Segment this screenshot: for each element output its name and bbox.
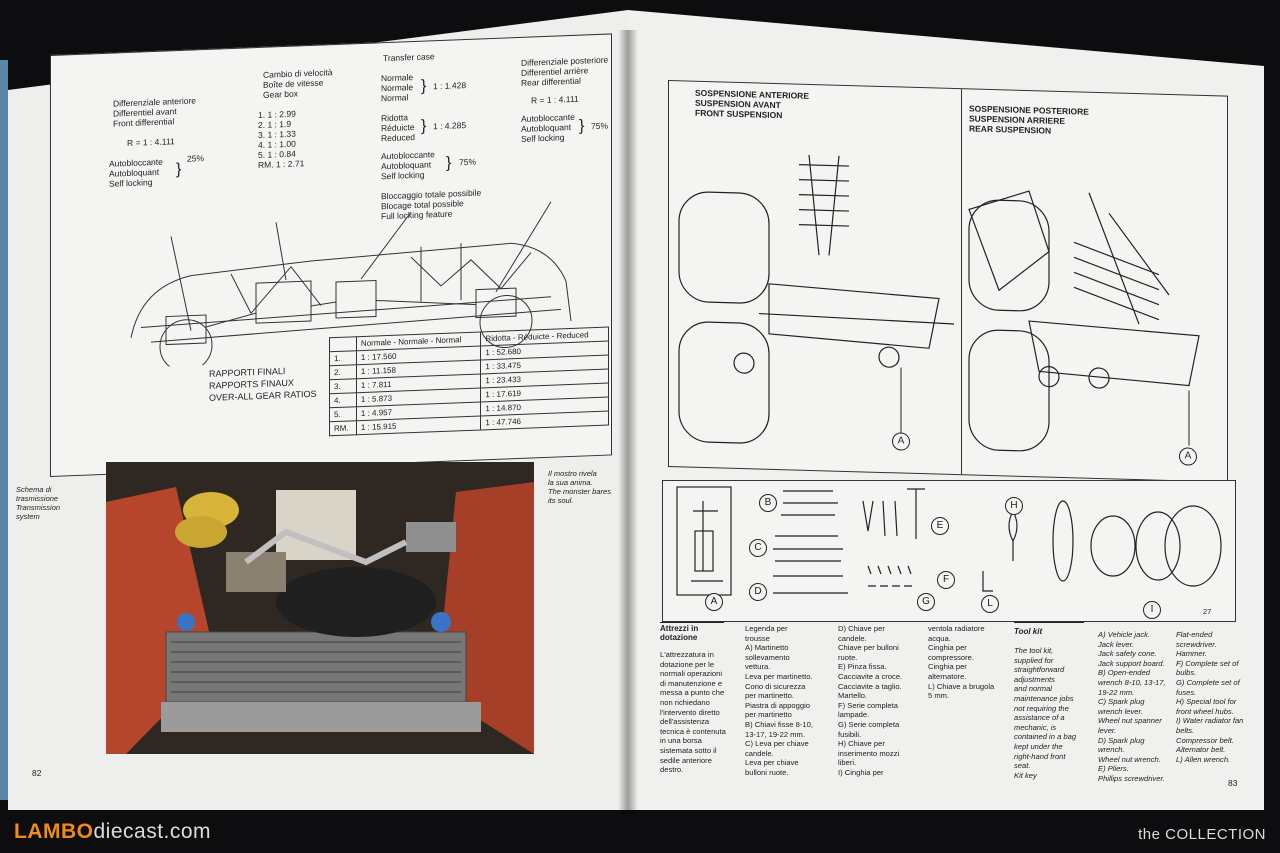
front-diff-label: Differenziale anteriore Differentiel ava… xyxy=(113,95,196,129)
rear-lock-label: Autobloccante Autobloquant Self locking xyxy=(521,111,575,144)
text-col-5: The tool kit, supplied for straightforwa… xyxy=(1014,646,1077,780)
text-col-7: Flat-ended screwdriver. Hammer. F) Compl… xyxy=(1176,630,1244,764)
tool-label-h: H xyxy=(1005,497,1023,515)
gearbox-ratios: 1. 1 : 2.99 2. 1 : 1.9 3. 1 : 1.33 4. 1 … xyxy=(258,108,305,171)
collection-label: the COLLECTION xyxy=(1138,826,1266,843)
transfer-lock-label: Autobloccante Autobloquant Self locking xyxy=(381,149,435,182)
tool-label-e: E xyxy=(931,517,949,535)
rear-ratio: R = 1 : 4.111 xyxy=(531,93,579,106)
page-number-left: 82 xyxy=(32,768,42,778)
transfer-reduced-ratio: 1 : 4.285 xyxy=(433,120,467,132)
transfer-normal-ratio: 1 : 1.428 xyxy=(433,80,467,92)
front-lock-label: Autobloccante Autobloquant Self locking xyxy=(109,156,163,189)
tool-label-f: F xyxy=(937,571,955,589)
tool-label-c: C xyxy=(749,539,767,557)
transmission-diagram: Differenziale anteriore Differentiel ava… xyxy=(50,33,612,478)
text-col-1: L'attrezzatura in dotazione per le norma… xyxy=(660,650,726,775)
front-ratio: R = 1 : 4.111 xyxy=(127,136,175,149)
final-ratios-title: RAPPORTI FINALI RAPPORTS FINAUX OVER-ALL… xyxy=(209,365,317,403)
gear-ratio-table: Normale - Normale - Normal Ridotta - Réd… xyxy=(329,327,609,437)
rear-diff-label: Differenziale posteriore Differentiel ar… xyxy=(521,54,609,88)
chassis-drawing xyxy=(130,201,572,369)
book-cover-edge xyxy=(0,60,8,800)
suspension-diagram: SOSPENSIONE ANTERIORE SUSPENSION AVANT F… xyxy=(668,80,1228,483)
caption-transmission: Schema di trasmissione Transmission syst… xyxy=(16,485,61,521)
front-suspension-title: SOSPENSIONE ANTERIORE SUSPENSION AVANT F… xyxy=(695,87,809,121)
tool-label-a: A xyxy=(705,593,723,611)
brand-logo: LAMBOdiecast.com xyxy=(14,820,211,844)
engine-bay-photo xyxy=(106,462,534,754)
transfer-normal-label: Normale Normale Normal xyxy=(381,72,414,104)
tool-label-i: I xyxy=(1143,601,1161,619)
marker-a-rear: A xyxy=(1179,447,1197,466)
text-col-4: ventola radiatore acqua. Cinghia per com… xyxy=(928,624,995,701)
rear-lock-pct: 75% xyxy=(591,120,609,132)
tool-label-l: L xyxy=(981,595,999,613)
page-number-right: 83 xyxy=(1228,778,1238,788)
caption-monster: Il mostro rivela la sua anima. The monst… xyxy=(548,469,611,505)
brand-lambo: LAMBO xyxy=(14,820,94,843)
tool-label-d: D xyxy=(749,583,767,601)
suspension-drawing xyxy=(678,154,1200,452)
tool-label-b: B xyxy=(759,494,777,512)
front-lock-pct: 25% xyxy=(187,153,205,164)
col1-title: Attrezzi in dotazione xyxy=(660,624,699,642)
transfer-case-title: Transfer case xyxy=(383,51,435,64)
tool-kit-diagram: A B C D E F G H I L 27 xyxy=(662,480,1236,622)
text-col-2: Legenda per trousse A) Martinetto sollev… xyxy=(745,624,813,777)
text-col-3: D) Chiave per candele. Chiave per bullon… xyxy=(838,624,903,777)
marker-a-front: A xyxy=(892,432,910,451)
figure-number: 27 xyxy=(1203,607,1212,616)
brand-diecast: diecast.com xyxy=(93,820,212,843)
book-gutter xyxy=(618,30,638,820)
transfer-lock-pct: 75% xyxy=(459,156,477,168)
tool-label-g: G xyxy=(917,593,935,611)
col5-title: Tool kit xyxy=(1014,627,1043,636)
transfer-reduced-label: Ridotta Réduicte Reduced xyxy=(381,112,416,144)
footer-bar xyxy=(0,813,1280,853)
text-col-6: A) Vehicle jack. Jack lever. Jack safety… xyxy=(1098,630,1166,783)
gearbox-label: Cambio di velocità Boîte de vitesse Gear… xyxy=(263,67,333,100)
